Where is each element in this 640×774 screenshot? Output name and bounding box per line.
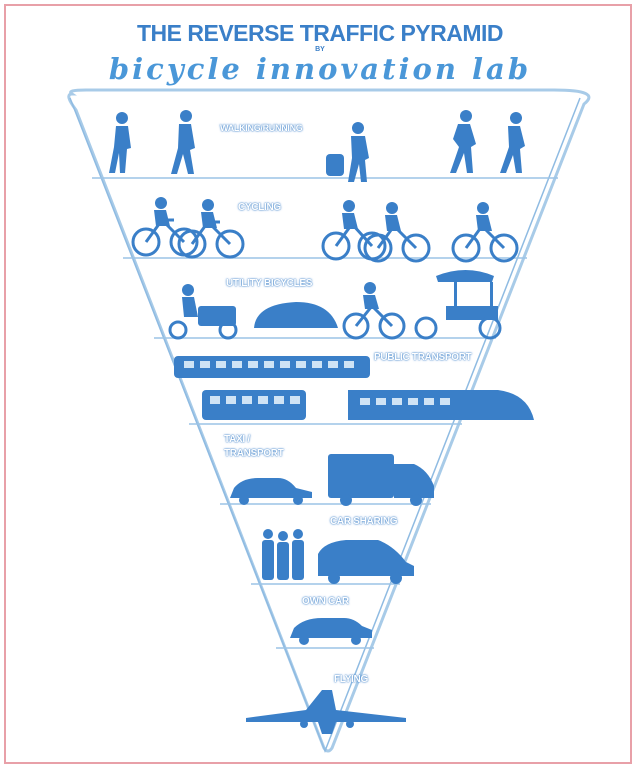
level-label-public-transport: PUBLIC TRANSPORT xyxy=(374,352,471,363)
airplane-icon xyxy=(246,690,406,734)
group-of-people-icon xyxy=(262,529,304,580)
level-label-taxi-line1: TAXI / xyxy=(224,434,250,445)
page-frame: THE REVERSE TRAFFIC PYRAMID BY bicycle i… xyxy=(4,4,632,764)
level-label-taxi-line2: TRANSPORT xyxy=(224,448,284,459)
tram-icon xyxy=(174,356,370,378)
level-label-flying: FLYING xyxy=(334,674,368,685)
tier-flying-figures xyxy=(246,690,406,734)
level-label-walking: WALKING/RUNNING xyxy=(220,123,303,133)
level-label-own-car: OWN CAR xyxy=(302,596,349,607)
level-label-cycling: CYCLING xyxy=(238,202,281,213)
level-label-car-sharing: CAR SHARING xyxy=(330,516,397,527)
pyramid-diagram xyxy=(6,6,634,766)
pyramid-outline xyxy=(69,90,589,751)
bus-icon xyxy=(202,390,306,420)
level-label-utility-bicycles: UTILITY BICYCLES xyxy=(226,278,312,289)
train-icon xyxy=(348,390,534,420)
